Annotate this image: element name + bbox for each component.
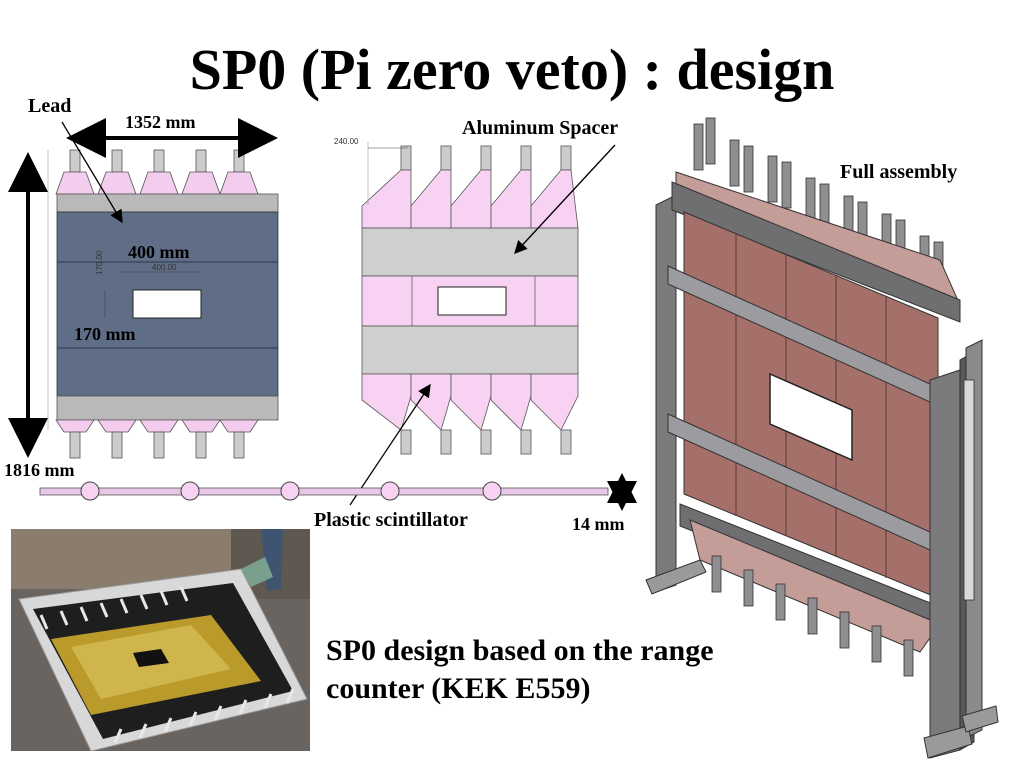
bottom-aluminum-spacer bbox=[361, 325, 579, 375]
top-aluminum-spacer bbox=[361, 227, 579, 277]
thickness-label: 14 mm bbox=[572, 514, 625, 534]
top-light-guides bbox=[55, 149, 259, 195]
mid-bottom-guides bbox=[361, 373, 579, 455]
slide-title: SP0 (Pi zero veto) : design bbox=[189, 37, 835, 102]
assembly-bottom-pmts bbox=[711, 555, 914, 677]
hole-width-label: 400 mm bbox=[128, 242, 190, 262]
plastic-scintillator-label: Plastic scintillator bbox=[314, 509, 468, 531]
spacer-width-dim-text: 240.00 bbox=[334, 137, 359, 146]
top-frame-bar bbox=[56, 193, 279, 213]
hole-height-label: 170 mm bbox=[74, 324, 136, 344]
scintillator-drawing: 240.00 bbox=[334, 137, 579, 455]
lead-pointer-arrow bbox=[61, 121, 123, 224]
lead-plate-drawing: 400.00 170.00 bbox=[47, 149, 279, 459]
assembly-beam-hole bbox=[769, 372, 853, 462]
full-assembly-drawing bbox=[645, 117, 999, 759]
caption-line-1: SP0 design based on the range bbox=[326, 634, 714, 667]
lead-label: Lead bbox=[28, 95, 72, 117]
mid-top-guides bbox=[361, 145, 579, 229]
prototype-photo bbox=[11, 529, 310, 751]
spacer-pointer-arrow bbox=[514, 144, 616, 254]
hole-width-dim-text: 400.00 bbox=[152, 263, 177, 272]
height-label: 1816 mm bbox=[4, 460, 75, 480]
side-view-strip bbox=[39, 481, 609, 501]
aluminum-spacer-label: Aluminum Spacer bbox=[462, 117, 619, 139]
width-label: 1352 mm bbox=[125, 112, 196, 132]
hole-height-dim-text: 170.00 bbox=[95, 250, 104, 275]
slide-caption: SP0 design based on the range counter (K… bbox=[326, 632, 786, 708]
scintillator-pointer-arrow bbox=[349, 383, 431, 506]
caption-line-2: counter (KEK E559) bbox=[326, 672, 591, 705]
beam-hole bbox=[132, 289, 202, 319]
bottom-frame-bar bbox=[56, 395, 279, 421]
bottom-light-guides bbox=[55, 419, 259, 459]
full-assembly-label: Full assembly bbox=[840, 161, 958, 183]
mid-beam-hole bbox=[437, 286, 507, 316]
